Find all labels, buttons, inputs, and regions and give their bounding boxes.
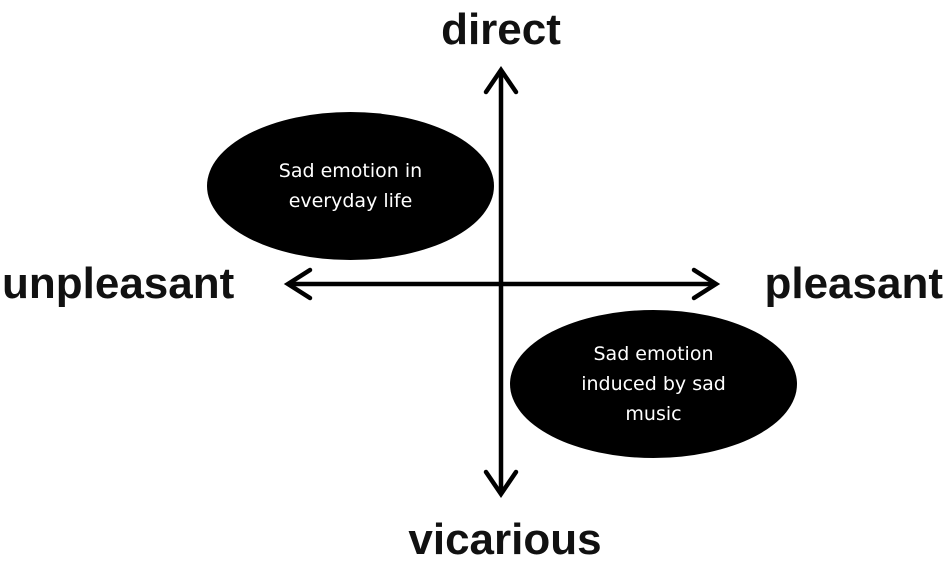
ellipse-music-sadness: Sad emotion induced by sad music (510, 310, 797, 458)
axis-label-vicarious: vicarious (408, 515, 602, 564)
axis-label-pleasant: pleasant (764, 259, 943, 308)
arrowhead-down (483, 469, 519, 498)
arrowhead-up (483, 66, 519, 95)
ellipse-everyday-text: Sad emotion in everyday life (278, 160, 423, 212)
axis-label-direct: direct (441, 5, 561, 54)
axis-label-unpleasant: unpleasant (2, 259, 235, 308)
arrowhead-left (283, 267, 313, 301)
arrowhead-right (691, 267, 721, 301)
ellipse-music-text: Sad emotion induced by sad music (581, 343, 726, 425)
ellipse-everyday-sadness: Sad emotion in everyday life (207, 112, 494, 260)
